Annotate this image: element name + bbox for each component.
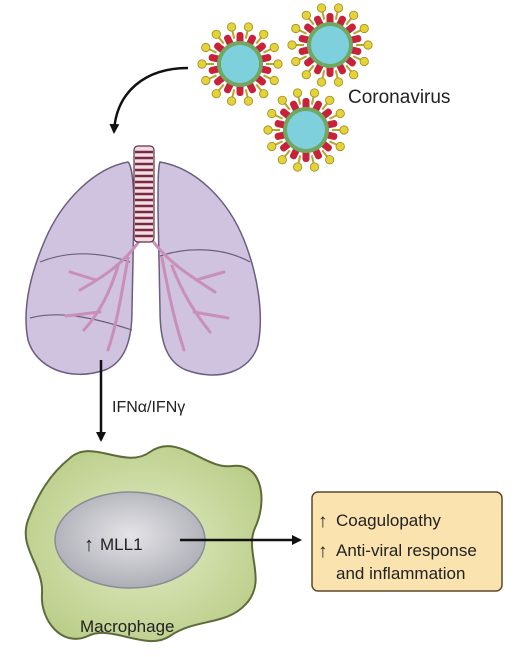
signal-label: IFNα/IFNγ bbox=[112, 399, 185, 416]
up-arrow-icon: ↑ bbox=[84, 534, 94, 556]
macrophage-label: Macrophage bbox=[80, 617, 175, 636]
virus-particle-1 bbox=[197, 22, 283, 106]
left-lung bbox=[25, 161, 135, 376]
virus-label: Coronavirus bbox=[348, 87, 450, 108]
coronavirus-particles bbox=[197, 3, 373, 172]
lungs-illustration bbox=[25, 145, 262, 376]
nucleus-marker-label: MLL1 bbox=[100, 535, 143, 554]
outcome-antiviral: Anti-viral response bbox=[336, 541, 477, 560]
infection-arrow bbox=[109, 66, 189, 134]
outcome-inflammation: and inflammation bbox=[336, 564, 465, 583]
right-lung bbox=[157, 161, 262, 376]
virus-particle-3 bbox=[263, 88, 349, 172]
outcome-box bbox=[311, 491, 503, 592]
outcome-coagulopathy: Coagulopathy bbox=[336, 511, 441, 530]
virus-particle-2 bbox=[287, 3, 373, 87]
up-arrow-icon: ↑ bbox=[318, 511, 328, 532]
up-arrow-icon: ↑ bbox=[318, 541, 328, 562]
